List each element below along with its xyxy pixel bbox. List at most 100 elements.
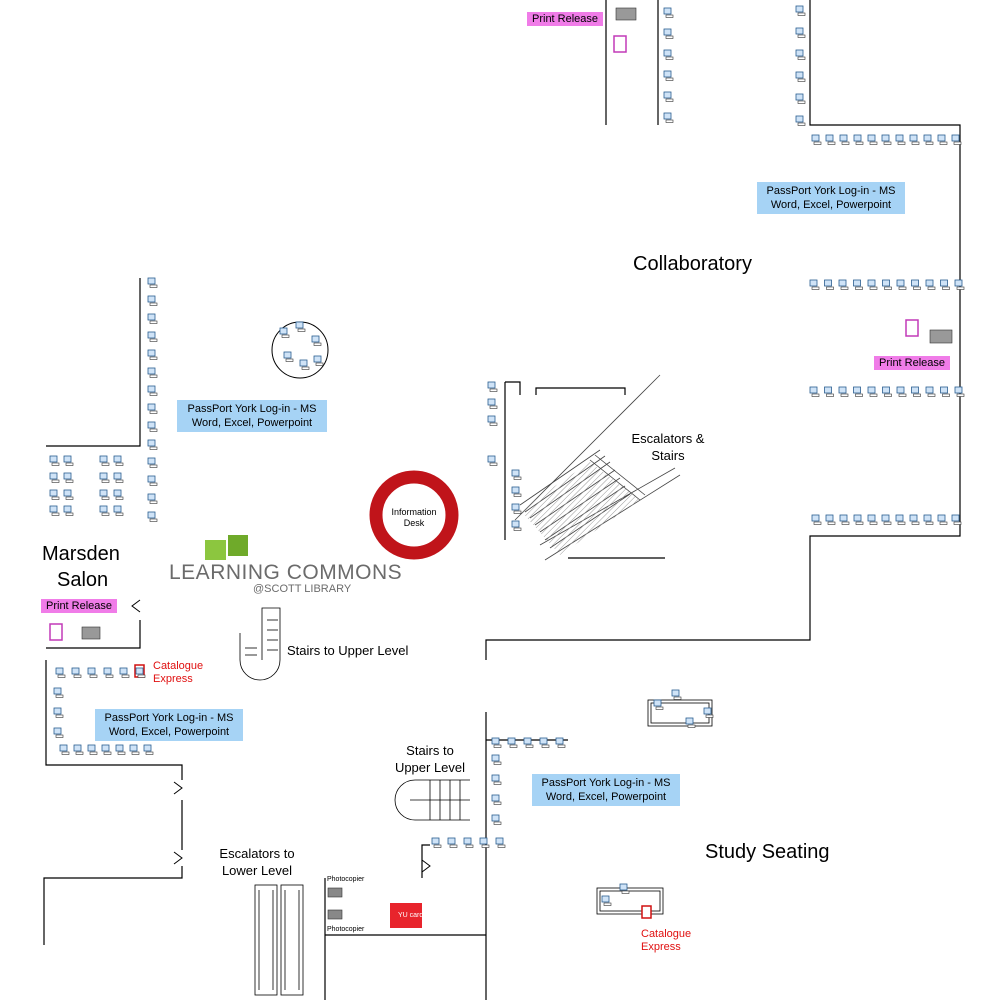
computer-icon[interactable] xyxy=(824,386,834,397)
computer-icon[interactable] xyxy=(795,71,806,82)
computer-icon[interactable] xyxy=(49,489,60,500)
computer-icon[interactable] xyxy=(101,744,112,755)
computer-icon[interactable] xyxy=(63,455,74,466)
computer-icon[interactable] xyxy=(115,744,126,755)
computer-icon[interactable] xyxy=(491,774,502,785)
computer-icon[interactable] xyxy=(663,49,674,60)
computer-icon[interactable] xyxy=(147,385,158,396)
computer-icon[interactable] xyxy=(911,386,921,397)
computer-icon[interactable] xyxy=(853,514,864,525)
computer-icon[interactable] xyxy=(299,359,310,370)
computer-icon[interactable] xyxy=(495,837,506,848)
computer-icon[interactable] xyxy=(49,455,60,466)
computer-icon[interactable] xyxy=(809,279,820,290)
computer-icon[interactable] xyxy=(795,27,806,38)
computer-icon[interactable] xyxy=(601,895,612,906)
computer-icon[interactable] xyxy=(99,472,110,483)
computer-icon[interactable] xyxy=(491,794,502,805)
computer-icon[interactable] xyxy=(839,134,850,145)
computer-icon[interactable] xyxy=(940,386,950,397)
computer-icon[interactable] xyxy=(59,744,70,755)
computer-icon[interactable] xyxy=(909,514,920,525)
computer-icon[interactable] xyxy=(431,837,442,848)
computer-icon[interactable] xyxy=(795,93,806,104)
computer-icon[interactable] xyxy=(113,455,124,466)
computer-icon[interactable] xyxy=(147,457,158,468)
computer-icon[interactable] xyxy=(479,837,490,848)
computer-icon[interactable] xyxy=(71,667,82,678)
computer-icon[interactable] xyxy=(279,327,290,338)
computer-icon[interactable] xyxy=(63,472,74,483)
computer-icon[interactable] xyxy=(825,514,836,525)
computer-icon[interactable] xyxy=(487,398,498,409)
computer-icon[interactable] xyxy=(853,279,863,290)
computer-icon[interactable] xyxy=(867,514,878,525)
computer-icon[interactable] xyxy=(283,351,294,362)
computer-icon[interactable] xyxy=(53,687,64,698)
computer-icon[interactable] xyxy=(147,349,158,360)
computer-icon[interactable] xyxy=(511,520,522,531)
computer-icon[interactable] xyxy=(911,279,921,290)
computer-icon[interactable] xyxy=(895,134,906,145)
computer-icon[interactable] xyxy=(811,514,822,525)
computer-icon[interactable] xyxy=(923,514,934,525)
computer-icon[interactable] xyxy=(487,415,498,426)
computer-icon[interactable] xyxy=(147,421,158,432)
computer-icon[interactable] xyxy=(491,814,502,825)
computer-icon[interactable] xyxy=(113,505,124,516)
computer-icon[interactable] xyxy=(119,667,130,678)
computer-icon[interactable] xyxy=(487,381,498,392)
computer-icon[interactable] xyxy=(511,469,522,480)
computer-icon[interactable] xyxy=(147,493,158,504)
computer-icon[interactable] xyxy=(954,386,965,397)
computer-icon[interactable] xyxy=(511,503,522,514)
computer-icon[interactable] xyxy=(73,744,84,755)
computer-icon[interactable] xyxy=(129,744,140,755)
computer-icon[interactable] xyxy=(53,727,64,738)
computer-icon[interactable] xyxy=(795,115,806,126)
computer-icon[interactable] xyxy=(147,439,158,450)
computer-icon[interactable] xyxy=(795,49,806,60)
computer-icon[interactable] xyxy=(147,511,158,522)
computer-icon[interactable] xyxy=(147,295,158,306)
computer-icon[interactable] xyxy=(663,91,674,102)
computer-icon[interactable] xyxy=(663,7,674,18)
computer-icon[interactable] xyxy=(853,386,863,397)
computer-icon[interactable] xyxy=(55,667,66,678)
computer-icon[interactable] xyxy=(147,277,158,288)
computer-icon[interactable] xyxy=(925,279,936,290)
computer-icon[interactable] xyxy=(491,754,502,765)
computer-icon[interactable] xyxy=(896,279,907,290)
computer-icon[interactable] xyxy=(895,514,906,525)
computer-icon[interactable] xyxy=(487,455,498,466)
computer-icon[interactable] xyxy=(838,386,849,397)
computer-icon[interactable] xyxy=(881,134,892,145)
computer-icon[interactable] xyxy=(839,514,850,525)
computer-icon[interactable] xyxy=(795,5,806,16)
computer-icon[interactable] xyxy=(663,70,674,81)
computer-icon[interactable] xyxy=(909,134,920,145)
computer-icon[interactable] xyxy=(811,134,822,145)
computer-icon[interactable] xyxy=(103,667,114,678)
computer-icon[interactable] xyxy=(663,112,674,123)
computer-icon[interactable] xyxy=(311,335,322,346)
computer-icon[interactable] xyxy=(653,699,664,710)
computer-icon[interactable] xyxy=(87,667,98,678)
computer-icon[interactable] xyxy=(99,455,110,466)
computer-icon[interactable] xyxy=(838,279,849,290)
computer-icon[interactable] xyxy=(447,837,458,848)
computer-icon[interactable] xyxy=(463,837,474,848)
computer-icon[interactable] xyxy=(882,279,892,290)
computer-icon[interactable] xyxy=(143,744,154,755)
computer-icon[interactable] xyxy=(881,514,892,525)
computer-icon[interactable] xyxy=(824,279,834,290)
computer-icon[interactable] xyxy=(809,386,820,397)
computer-icon[interactable] xyxy=(940,279,950,290)
computer-icon[interactable] xyxy=(147,313,158,324)
computer-icon[interactable] xyxy=(147,403,158,414)
computer-icon[interactable] xyxy=(63,489,74,500)
computer-icon[interactable] xyxy=(511,486,522,497)
computer-icon[interactable] xyxy=(663,28,674,39)
computer-icon[interactable] xyxy=(113,472,124,483)
computer-icon[interactable] xyxy=(853,134,864,145)
